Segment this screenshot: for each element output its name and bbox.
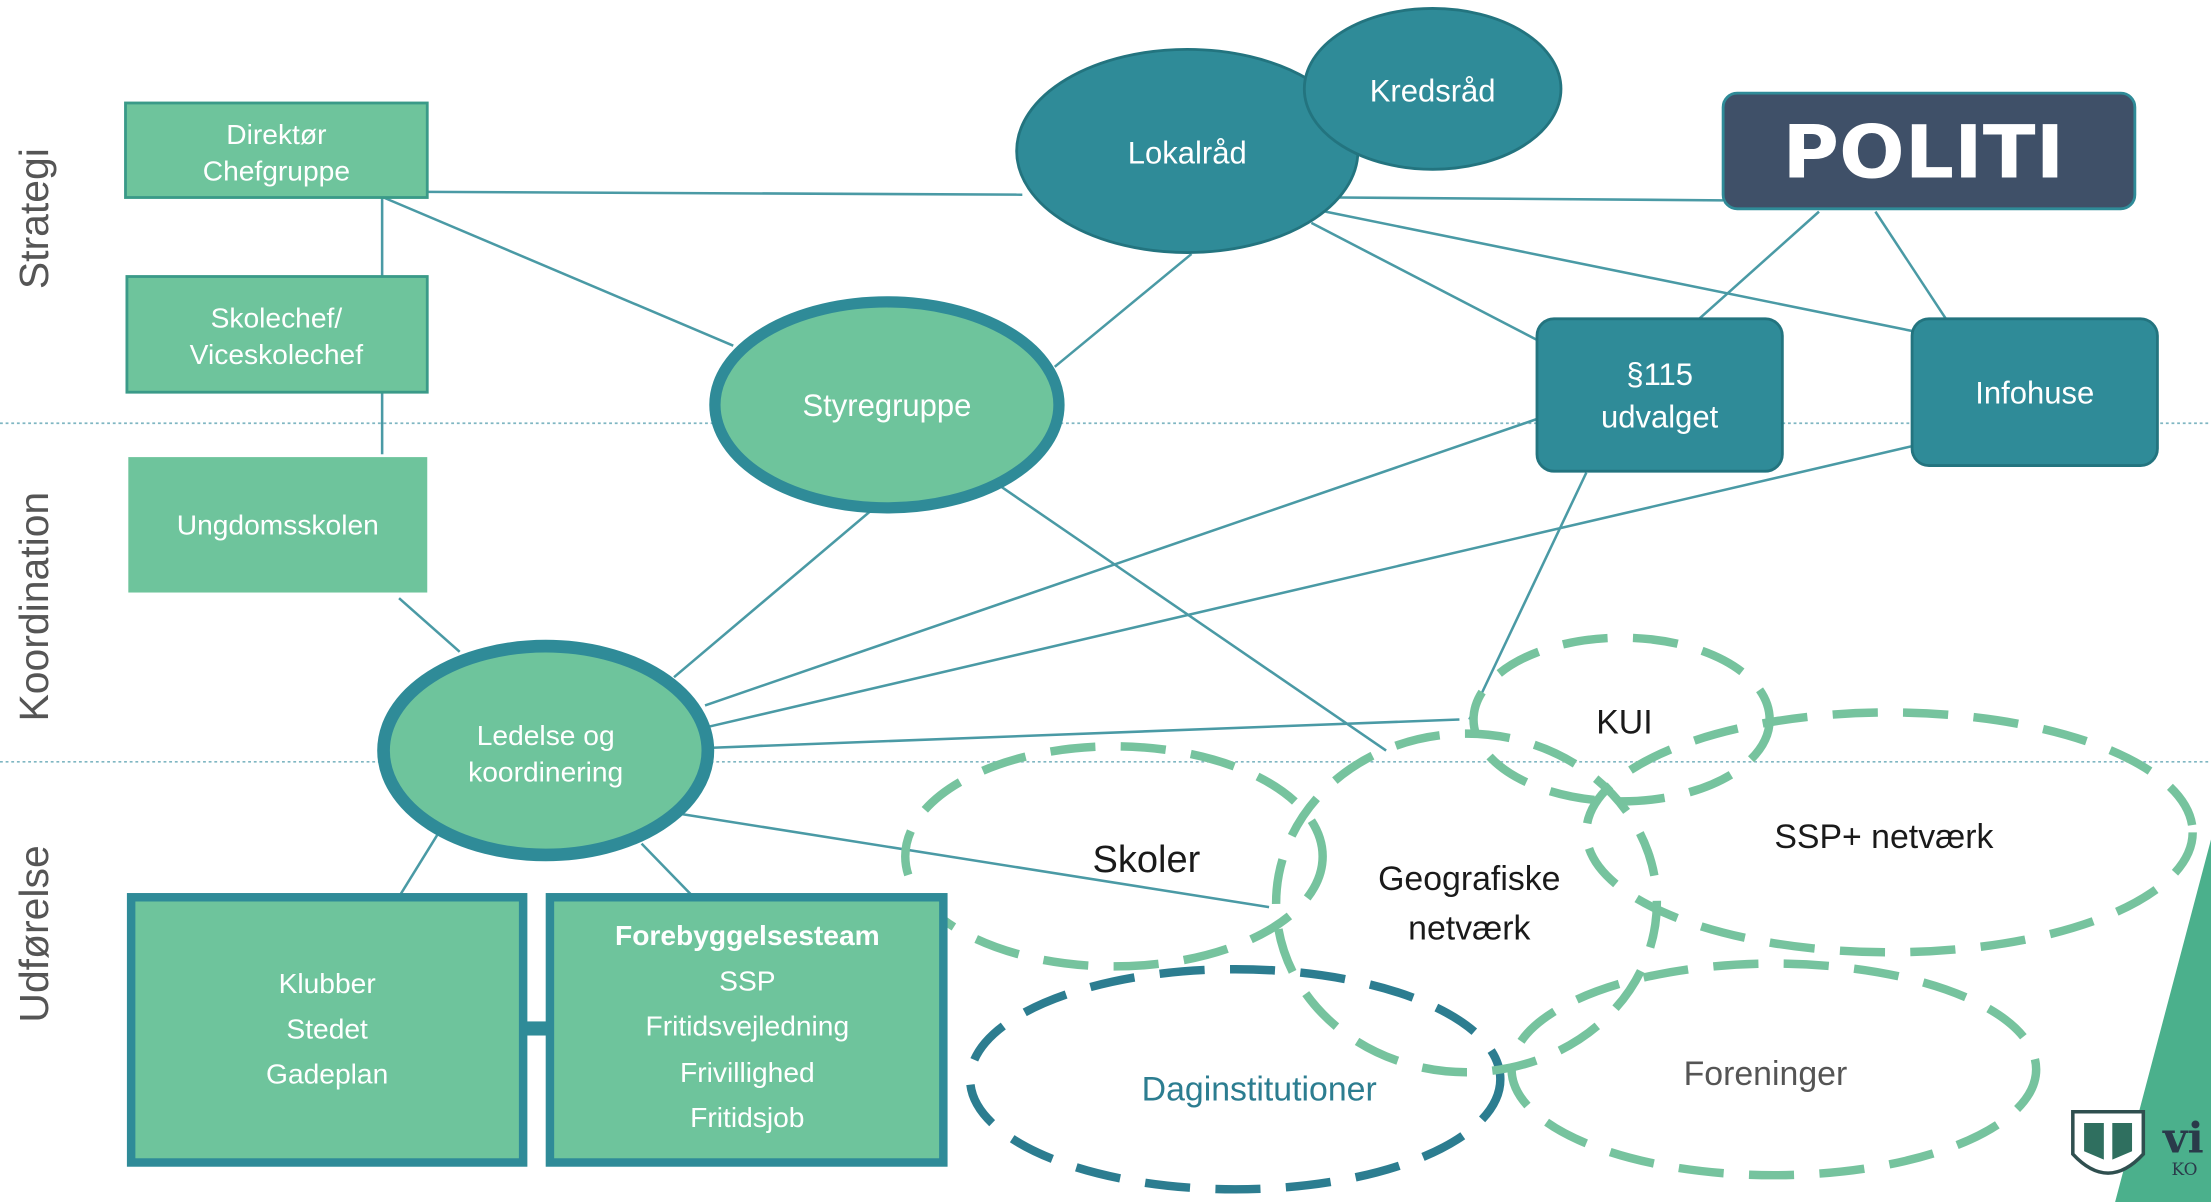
direktor-label-1: Direktør — [226, 118, 326, 150]
styregruppe-node — [709, 296, 1065, 514]
direktor-box — [124, 101, 429, 199]
network-ssp-plus-label: SSP+ netværk — [1774, 818, 1993, 856]
row-label-strategi: Strategi — [11, 148, 57, 289]
skolechef-label-1: Skolechef/ — [211, 301, 343, 333]
municipality-crest-icon — [2071, 1109, 2146, 1175]
infohuse-box — [1910, 317, 2159, 467]
politi-logo-box — [1721, 91, 2137, 211]
klubber-label-2: Stedet — [286, 1012, 368, 1044]
row-label-udforelse: Udførelse — [11, 845, 57, 1022]
styregruppe-label: Styregruppe — [802, 388, 971, 423]
network-ssp-plus-ring — [1582, 708, 2197, 957]
p115-label-1: §115 — [1626, 357, 1693, 392]
ledelse-label-1: Ledelse og — [477, 719, 615, 751]
network-skoler-ring — [901, 742, 1327, 971]
kredsraad-node — [1302, 7, 1563, 171]
network-geografiske-label-2: netværk — [1408, 910, 1530, 948]
direktor-label-2: Chefgruppe — [203, 155, 350, 187]
networks — [901, 633, 2197, 1194]
connection-lines — [380, 190, 1947, 909]
ledelse-label-2: koordinering — [468, 756, 623, 788]
klubber-label-3: Gadeplan — [266, 1057, 388, 1089]
forebyggelse-item-fritidsvejledning: Fritidsvejledning — [646, 1010, 850, 1042]
infohuse-label: Infohuse — [1975, 375, 2094, 410]
ungdomsskolen-label: Ungdomsskolen — [177, 509, 379, 541]
ledelse-node — [377, 639, 715, 862]
p115-label-2: udvalget — [1601, 399, 1719, 434]
logo-text-line2: KO — [2172, 1159, 2198, 1179]
network-daginstitutioner-ring — [965, 964, 1505, 1194]
ungdomsskolen-box — [128, 457, 428, 593]
skolechef-box — [125, 275, 429, 394]
klubber-label-1: Klubber — [279, 967, 376, 999]
p115-box — [1535, 317, 1784, 473]
row-label-koordination: Koordination — [11, 492, 57, 722]
network-skoler-label: Skoler — [1092, 839, 1200, 881]
forebyggelse-box — [545, 893, 948, 1167]
network-kui-label: KUI — [1596, 704, 1652, 742]
box-connector — [521, 1021, 550, 1036]
politi-logo-text: POLITI — [1782, 111, 2064, 196]
network-foreninger-label: Foreninger — [1684, 1055, 1848, 1093]
lokalraad-label: Lokalråd — [1128, 136, 1247, 171]
network-geografiske-label-1: Geografiske — [1378, 860, 1560, 898]
klubber-box — [126, 893, 528, 1167]
network-daginstitutioner-label: Daginstitutioner — [1142, 1070, 1377, 1108]
forebyggelse-item-ssp: SSP — [719, 964, 775, 996]
logo-text-line1: vi — [2162, 1113, 2204, 1163]
forebyggelse-item-frivillighed: Frivillighed — [680, 1056, 815, 1088]
network-geografiske-ring — [1271, 729, 1662, 1077]
forebyggelse-item-fritidsjob: Fritidsjob — [690, 1101, 804, 1133]
forebyggelse-title: Forebyggelsesteam — [615, 919, 880, 951]
kredsraad-label: Kredsråd — [1370, 74, 1496, 109]
skolechef-label-2: Viceskolechef — [190, 338, 364, 370]
